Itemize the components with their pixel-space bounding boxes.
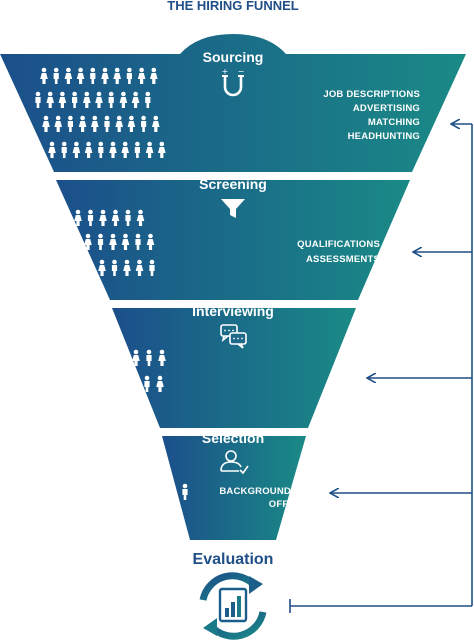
person-icon [101,67,109,84]
person-icon [125,209,131,226]
person-icon [127,115,136,132]
person-icon [84,141,93,158]
person-icon [111,209,120,226]
person-icon [115,115,123,132]
filter-icon [221,199,245,218]
evaluation-label: Evaluation [193,551,274,568]
details-sourcing: JOB DESCRIPTIONS ADVERTISING MATCHING HE… [323,89,420,142]
person-icon [67,115,73,132]
stage-label-selection: Selection [202,430,264,446]
person-icon [40,67,48,84]
person-icon [136,209,145,226]
feedback-arrows [289,124,473,613]
person-icon [83,91,91,108]
person-icon [98,259,106,276]
person-icon [134,141,140,158]
person-icon [158,141,166,158]
person-icon [123,259,131,276]
people-layer [35,67,188,500]
chat-icon [220,324,247,349]
stage-label-screening: Screening [199,176,267,192]
svg-text:+: + [222,67,229,76]
person-icon [144,375,150,392]
person-icon [152,115,160,132]
detail-qualifications: QUALIFICATIONS [297,239,380,250]
person-icon [95,91,103,108]
details-screening: QUALIFICATIONS ASSESSMENTS [297,239,380,265]
person-icon [137,67,146,84]
person-icon [135,259,144,276]
person-icon [145,141,154,158]
person-icon [130,375,138,392]
person-icon [42,115,50,132]
detail-job-descriptions: JOB DESCRIPTIONS [323,89,420,100]
details-selection: BACKGROUND ✓ OFFER [219,486,302,510]
person-icon [156,375,164,392]
person-icon [76,67,85,84]
person-icon [109,141,117,158]
person-icon [121,233,130,250]
person-icon [54,115,62,132]
person-icon [58,91,67,108]
person-icon [109,233,117,250]
band-screening [56,180,410,300]
person-icon [99,209,107,226]
person-icon [149,259,155,276]
person-icon [64,67,73,84]
person-icon [72,141,81,158]
person-icon [53,67,59,84]
person-icon [182,483,188,500]
person-icon [121,141,129,158]
evaluation-cycle-icon [199,572,267,640]
person-icon [150,67,158,84]
person-icon [119,91,128,108]
diagram-title: THE HIRING FUNNEL [167,0,299,13]
person-icon [72,91,78,108]
person-icon [146,233,155,250]
user-check-icon [220,450,249,475]
detail-matching: MATCHING [368,117,420,128]
person-icon [74,209,82,226]
stage-label-interviewing: Interviewing [192,303,274,319]
person-icon [84,233,92,250]
person-icon [145,91,151,108]
detail-advertising: ADVERTISING [353,103,420,114]
detail-background: BACKGROUND ✓ [219,486,302,497]
person-icon [113,67,121,84]
person-icon [35,91,41,108]
person-icon [48,141,56,158]
svg-text:−: − [238,67,245,76]
person-icon [131,91,140,108]
band-selection [162,436,306,540]
detail-offer: OFFER [269,499,302,510]
person-icon [158,349,166,366]
band-interviewing [112,308,356,428]
person-icon [168,483,176,500]
detail-assessments: ASSESSMENTS [306,254,380,265]
detail-headhunting: HEADHUNTING [348,131,420,142]
magnet-icon: + − [222,67,245,97]
person-icon [146,349,152,366]
stage-label-sourcing: Sourcing [203,49,264,65]
person-icon [91,115,99,132]
person-icon [78,115,87,132]
person-icon [141,115,147,132]
person-icon [135,233,141,250]
person-icon [46,91,54,108]
person-icon [132,349,140,366]
